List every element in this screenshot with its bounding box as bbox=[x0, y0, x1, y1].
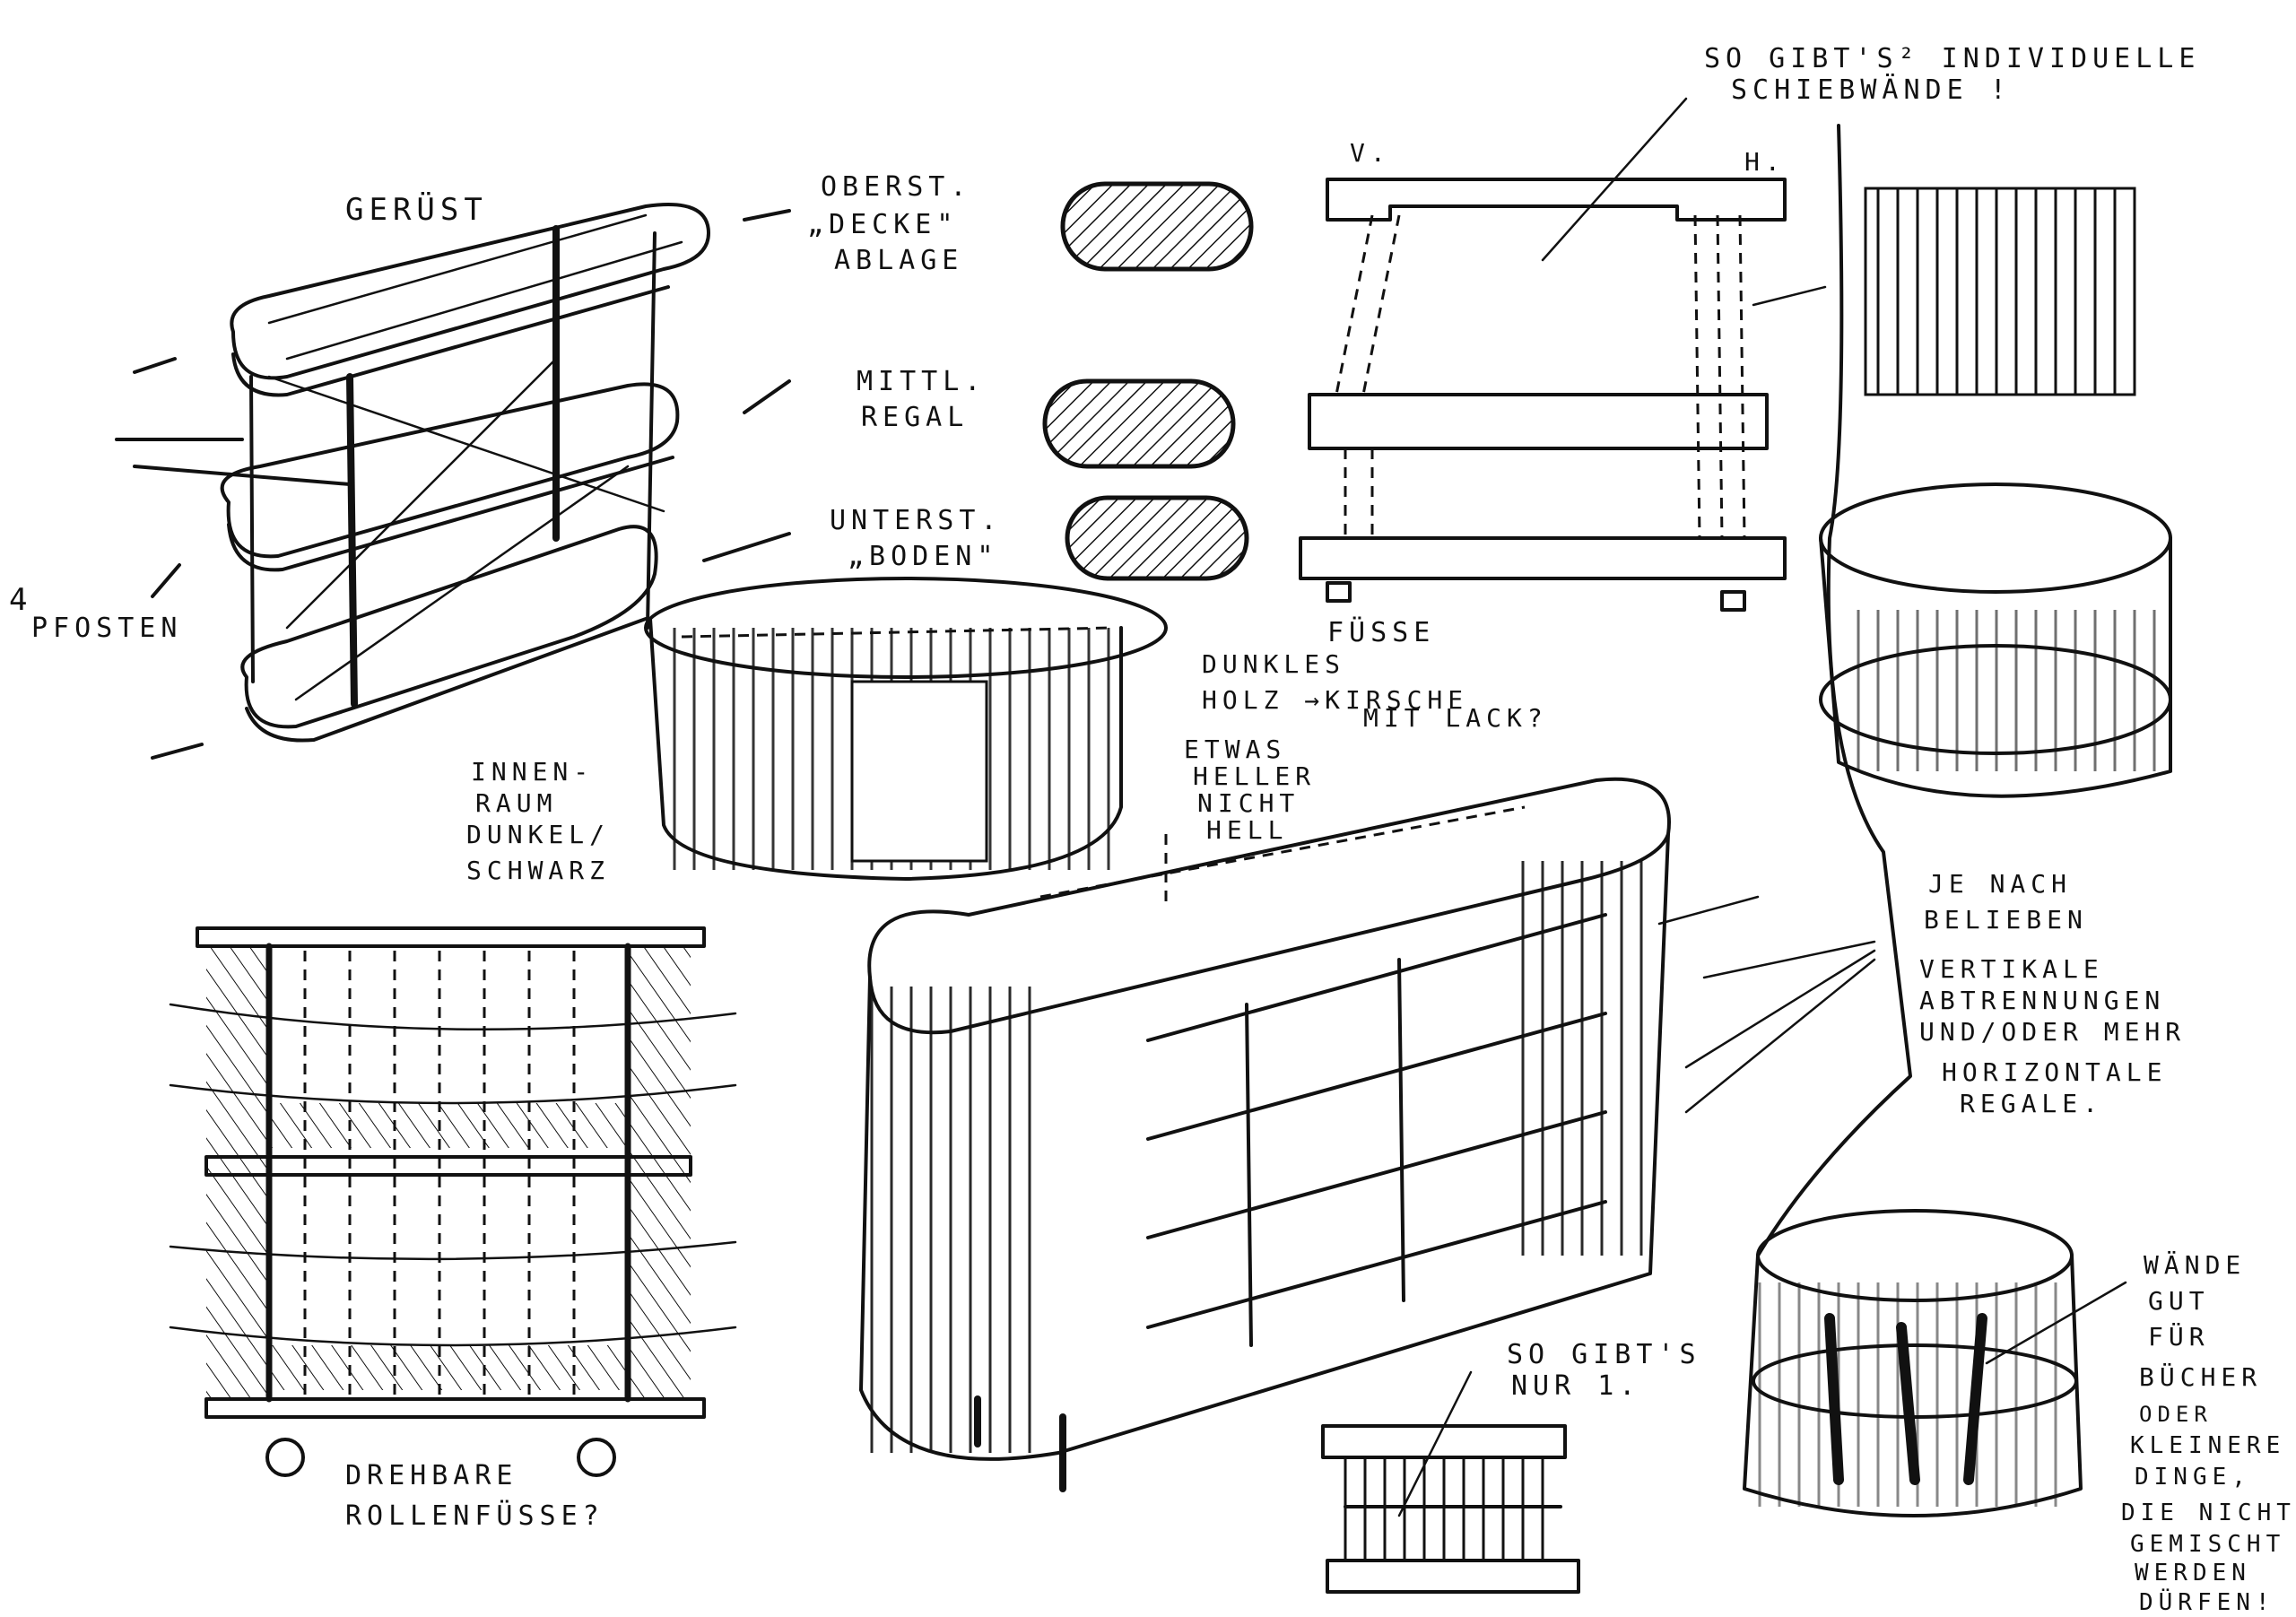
label-waende-8: DIE NICHT bbox=[2121, 1500, 2296, 1526]
label-dunkel-2: HOLZ →KIRSCHE bbox=[1202, 685, 1468, 715]
label-waende-10: WERDEN bbox=[2135, 1560, 2251, 1587]
label-jenach-3: VERTIKALE bbox=[1919, 954, 2104, 984]
closed-cabinet-sketch bbox=[644, 577, 1168, 881]
label-waende-1: WÄNDE bbox=[2144, 1250, 2246, 1280]
label-sogibts-2: SCHIEBWÄNDE ! bbox=[1731, 74, 2012, 106]
top-shelf-section bbox=[1060, 181, 1254, 272]
section-drawing bbox=[1299, 97, 1827, 612]
label-sonur-2: NUR 1. bbox=[1511, 1370, 1640, 1402]
label-waende-7: DINGE, bbox=[2135, 1464, 2251, 1491]
small-section-sketch bbox=[1321, 1370, 1580, 1594]
label-jenach-1: JE NACH bbox=[1928, 869, 2072, 899]
label-fuesse: FÜSSE bbox=[1327, 616, 1435, 648]
label-drehbare-2: ROLLENFÜSSE? bbox=[345, 1500, 604, 1532]
label-h: H. bbox=[1744, 147, 1786, 177]
label-etwas-3: NICHT bbox=[1197, 788, 1300, 818]
label-mittl-1: MITTL. bbox=[857, 366, 986, 397]
label-dunkel-3: MIT LACK? bbox=[1363, 703, 1548, 733]
middle-shelf-section bbox=[1042, 378, 1236, 469]
label-innenraum-2: RAUM bbox=[475, 788, 557, 818]
label-sogibts-1: SO GIBT'S² INDIVIDUELLE bbox=[1704, 43, 2200, 74]
label-waende-2: GUT bbox=[2148, 1286, 2210, 1316]
label-jenach-5: UND/ODER MEHR bbox=[1919, 1017, 2186, 1047]
label-oberst-2: „DECKE" bbox=[807, 209, 958, 240]
label-v: V. bbox=[1350, 138, 1391, 168]
label-waende-3: FÜR bbox=[2148, 1321, 2210, 1352]
label-waende-6: KLEINERE bbox=[2130, 1432, 2285, 1459]
sliding-walls-sketch bbox=[1756, 124, 2172, 1257]
bottom-shelf-section bbox=[1065, 495, 1249, 581]
label-innenraum-1: INNEN- bbox=[471, 757, 594, 787]
label-jenach-2: BELIEBEN bbox=[1924, 905, 2088, 935]
label-etwas-1: ETWAS bbox=[1184, 735, 1286, 764]
label-geruest: GERÜST bbox=[345, 191, 488, 228]
label-unterst-2: „BODEN" bbox=[848, 541, 998, 572]
label-innenraum-3: DUNKEL/ bbox=[466, 820, 610, 849]
label-waende-11: DÜRFEN! bbox=[2139, 1587, 2275, 1616]
label-jenach-7: REGALE. bbox=[1960, 1089, 2103, 1118]
label-etwas-4: HELL bbox=[1206, 815, 1288, 845]
label-oberst-3: ABLAGE bbox=[834, 245, 963, 276]
label-waende-5: ODER bbox=[2139, 1402, 2213, 1427]
large-cabinet-sketch bbox=[859, 777, 1876, 1492]
label-pfosten-2: PFOSTEN bbox=[31, 613, 182, 644]
front-view-sketch bbox=[169, 926, 737, 1477]
label-jenach-4: ABTRENNUNGEN bbox=[1919, 986, 2165, 1015]
label-etwas-2: HELLER bbox=[1193, 761, 1316, 791]
label-waende-4: BÜCHER bbox=[2139, 1361, 2262, 1392]
label-dunkel-1: DUNKLES bbox=[1202, 649, 1345, 679]
round-cabinet-sketch bbox=[1743, 1209, 2127, 1517]
label-drehbare-1: DREHBARE bbox=[345, 1460, 518, 1491]
label-oberst-1: OBERST. bbox=[821, 171, 971, 203]
label-mittl-2: REGAL bbox=[861, 402, 969, 433]
label-innenraum-4: SCHWARZ bbox=[466, 856, 610, 885]
label-waende-9: GEMISCHT bbox=[2130, 1531, 2285, 1558]
label-unterst-1: UNTERST. bbox=[830, 505, 1003, 536]
label-sonur-1: SO GIBT'S bbox=[1507, 1339, 1701, 1370]
label-jenach-6: HORIZONTALE bbox=[1942, 1057, 2167, 1087]
label-pfosten-1: 4 bbox=[9, 582, 32, 618]
frame-sketch bbox=[115, 203, 791, 760]
